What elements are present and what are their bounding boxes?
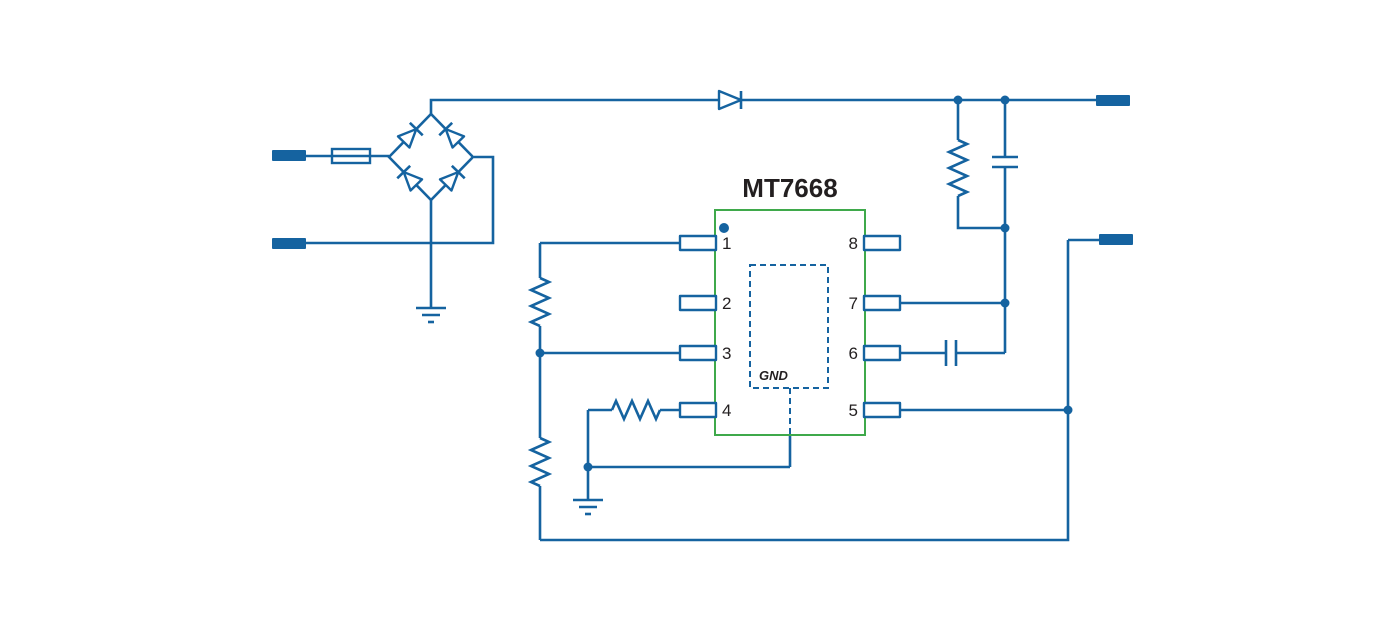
pin-7-number: 7 <box>849 294 858 313</box>
junction-dot <box>535 348 545 358</box>
input-terminal-bottom <box>272 238 306 249</box>
capacitor-top-right <box>992 155 1018 169</box>
ic-internal-gnd-block: GND <box>749 264 829 436</box>
output-section <box>540 234 1133 542</box>
fuse <box>330 147 372 165</box>
top-rail-section <box>429 89 1130 114</box>
wire-top-rail <box>429 98 1096 114</box>
ic-body <box>714 209 866 436</box>
wire-resistor-bottom-lead <box>956 196 1005 230</box>
pin-8-number: 8 <box>849 234 858 253</box>
pin-5 <box>862 401 902 419</box>
wire-ac-input-2 <box>306 155 495 245</box>
pin-8 <box>862 234 902 252</box>
resistor-top-right <box>945 138 971 198</box>
ground-symbol-bridge <box>416 306 446 324</box>
bridge-rectifier <box>387 112 475 202</box>
pin-7 <box>862 294 902 312</box>
capacitor-pin6 <box>944 340 958 366</box>
resistor-divider-lower <box>527 436 553 488</box>
wire-feedback-loop <box>540 240 1070 542</box>
bridge-outline <box>387 112 475 202</box>
junction-dots <box>535 95 1073 472</box>
junction-dot <box>1000 298 1010 308</box>
ac-input-section <box>272 112 495 324</box>
pin-3 <box>678 344 718 362</box>
pin4-ground-section <box>573 397 792 516</box>
junction-dot <box>583 462 593 472</box>
junction-dot <box>953 95 963 105</box>
ic-title: MT7668 <box>742 173 837 203</box>
rc-branch-section <box>945 100 1018 353</box>
junction-dot <box>1063 405 1073 415</box>
output-terminal-top <box>1096 95 1130 106</box>
output-terminal-mid <box>1099 234 1133 245</box>
pin-4 <box>678 401 718 419</box>
pin-6 <box>862 344 902 362</box>
series-diode <box>717 89 743 111</box>
resistor-pin4 <box>610 397 662 423</box>
resistor-divider-upper <box>527 276 553 328</box>
ic-section: MT7668 GND 1 2 3 4 8 7 6 5 <box>678 173 902 436</box>
pin-5-number: 5 <box>849 401 858 420</box>
pin-3-number: 3 <box>722 344 731 363</box>
pin-2 <box>678 294 718 312</box>
pin1-indicator-dot <box>719 223 729 233</box>
pin-1 <box>678 234 718 252</box>
gnd-label: GND <box>759 368 789 383</box>
input-terminal-top <box>272 150 306 161</box>
junction-dot <box>1000 223 1010 233</box>
pin-1-number: 1 <box>722 234 731 253</box>
ground-symbol-ic <box>573 498 603 516</box>
pin-2-number: 2 <box>722 294 731 313</box>
pin-4-number: 4 <box>722 401 731 420</box>
junction-dot <box>1000 95 1010 105</box>
pin-6-number: 6 <box>849 344 858 363</box>
divider-network-section <box>527 241 680 540</box>
